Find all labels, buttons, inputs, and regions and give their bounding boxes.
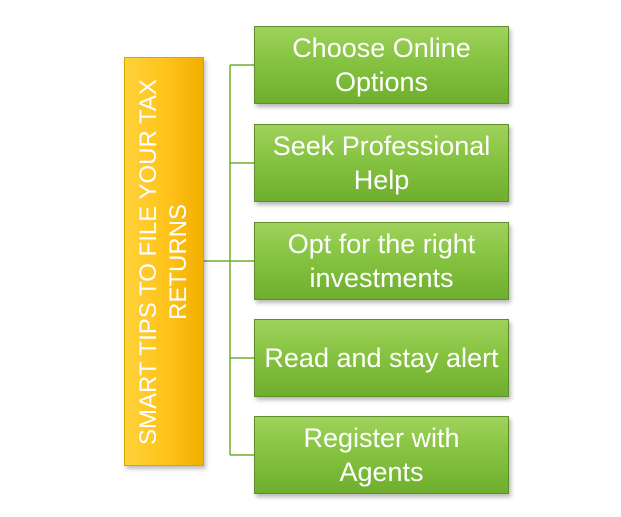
tip-node-choose-online-options: Choose Online Options xyxy=(254,26,509,104)
tip-node-seek-professional-help: Seek Professional Help xyxy=(254,124,509,202)
tip-node-label: Register with Agents xyxy=(303,423,460,487)
tip-node-label: Seek Professional Help xyxy=(272,131,491,195)
tip-node-label: Opt for the right investments xyxy=(287,229,476,293)
root-node-label: SMART TIPS TO FILE YOUR TAX RETURNS xyxy=(135,78,192,445)
tip-node-register-with-agents: Register with Agents xyxy=(254,416,509,494)
root-node: SMART TIPS TO FILE YOUR TAX RETURNS xyxy=(124,57,204,466)
tip-node-label: Read and stay alert xyxy=(264,343,499,373)
tip-node-label: Choose Online Options xyxy=(292,33,471,97)
tip-node-opt-for-right-investments: Opt for the right investments xyxy=(254,222,509,300)
tip-node-read-and-stay-alert: Read and stay alert xyxy=(254,319,509,397)
